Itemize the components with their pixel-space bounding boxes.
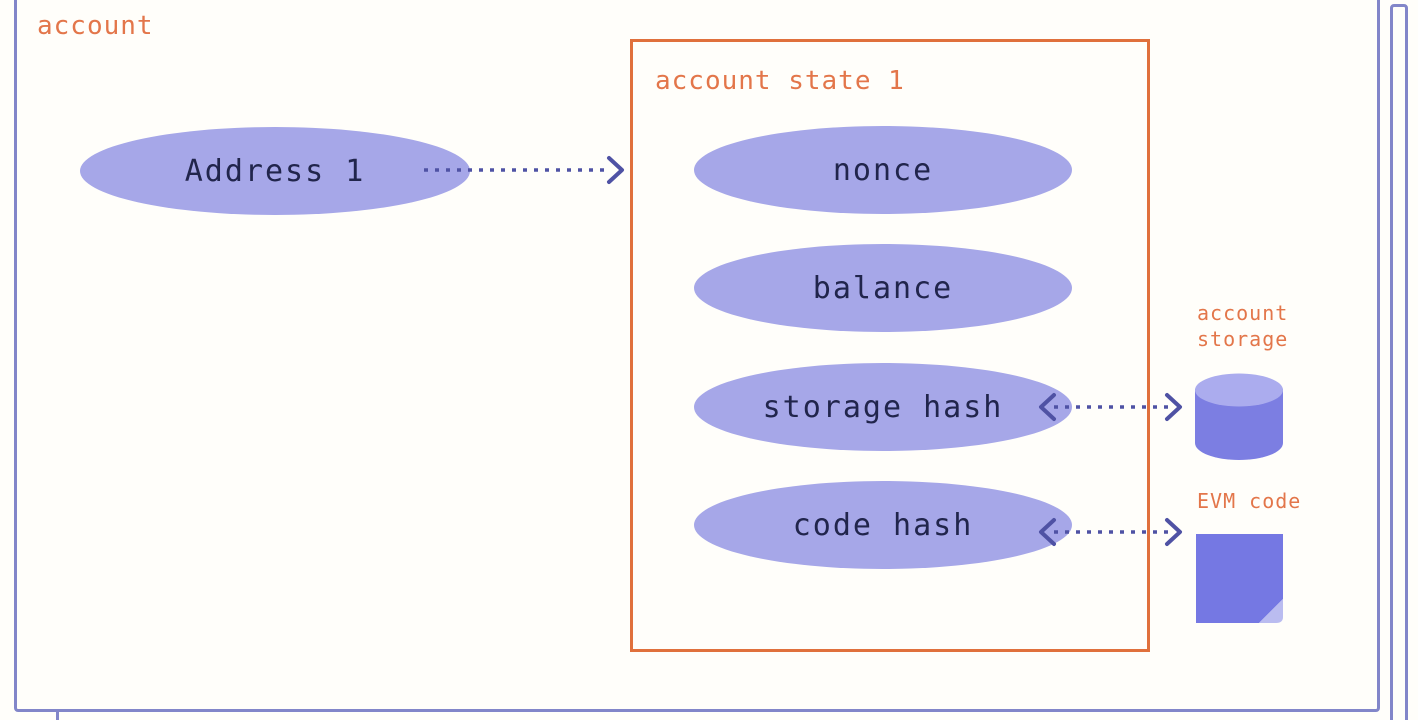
address-node-label: Address 1: [184, 153, 366, 189]
code-hash-node-label: code hash: [792, 507, 974, 543]
next-account-box-partial: [1390, 4, 1408, 720]
code-hash-node: code hash: [694, 481, 1072, 569]
nonce-node-label: nonce: [832, 152, 934, 188]
account-state-box: account state 1: [630, 39, 1150, 652]
nonce-node: nonce: [694, 126, 1072, 214]
account-storage-label: account storage: [1197, 301, 1289, 351]
account-box: account: [14, 0, 1380, 712]
storage-hash-node-label: storage hash: [762, 389, 1004, 425]
below-box-edge: [56, 711, 59, 720]
account-box-label: account: [37, 11, 154, 41]
database-cylinder-icon: [1194, 372, 1284, 466]
address-node: Address 1: [80, 127, 470, 215]
balance-node: balance: [694, 244, 1072, 332]
account-state-box-label: account state 1: [655, 66, 905, 96]
evm-code-label: EVM code: [1197, 489, 1302, 513]
storage-hash-node: storage hash: [694, 363, 1072, 451]
document-note-icon: [1196, 534, 1284, 628]
balance-node-label: balance: [812, 270, 954, 306]
